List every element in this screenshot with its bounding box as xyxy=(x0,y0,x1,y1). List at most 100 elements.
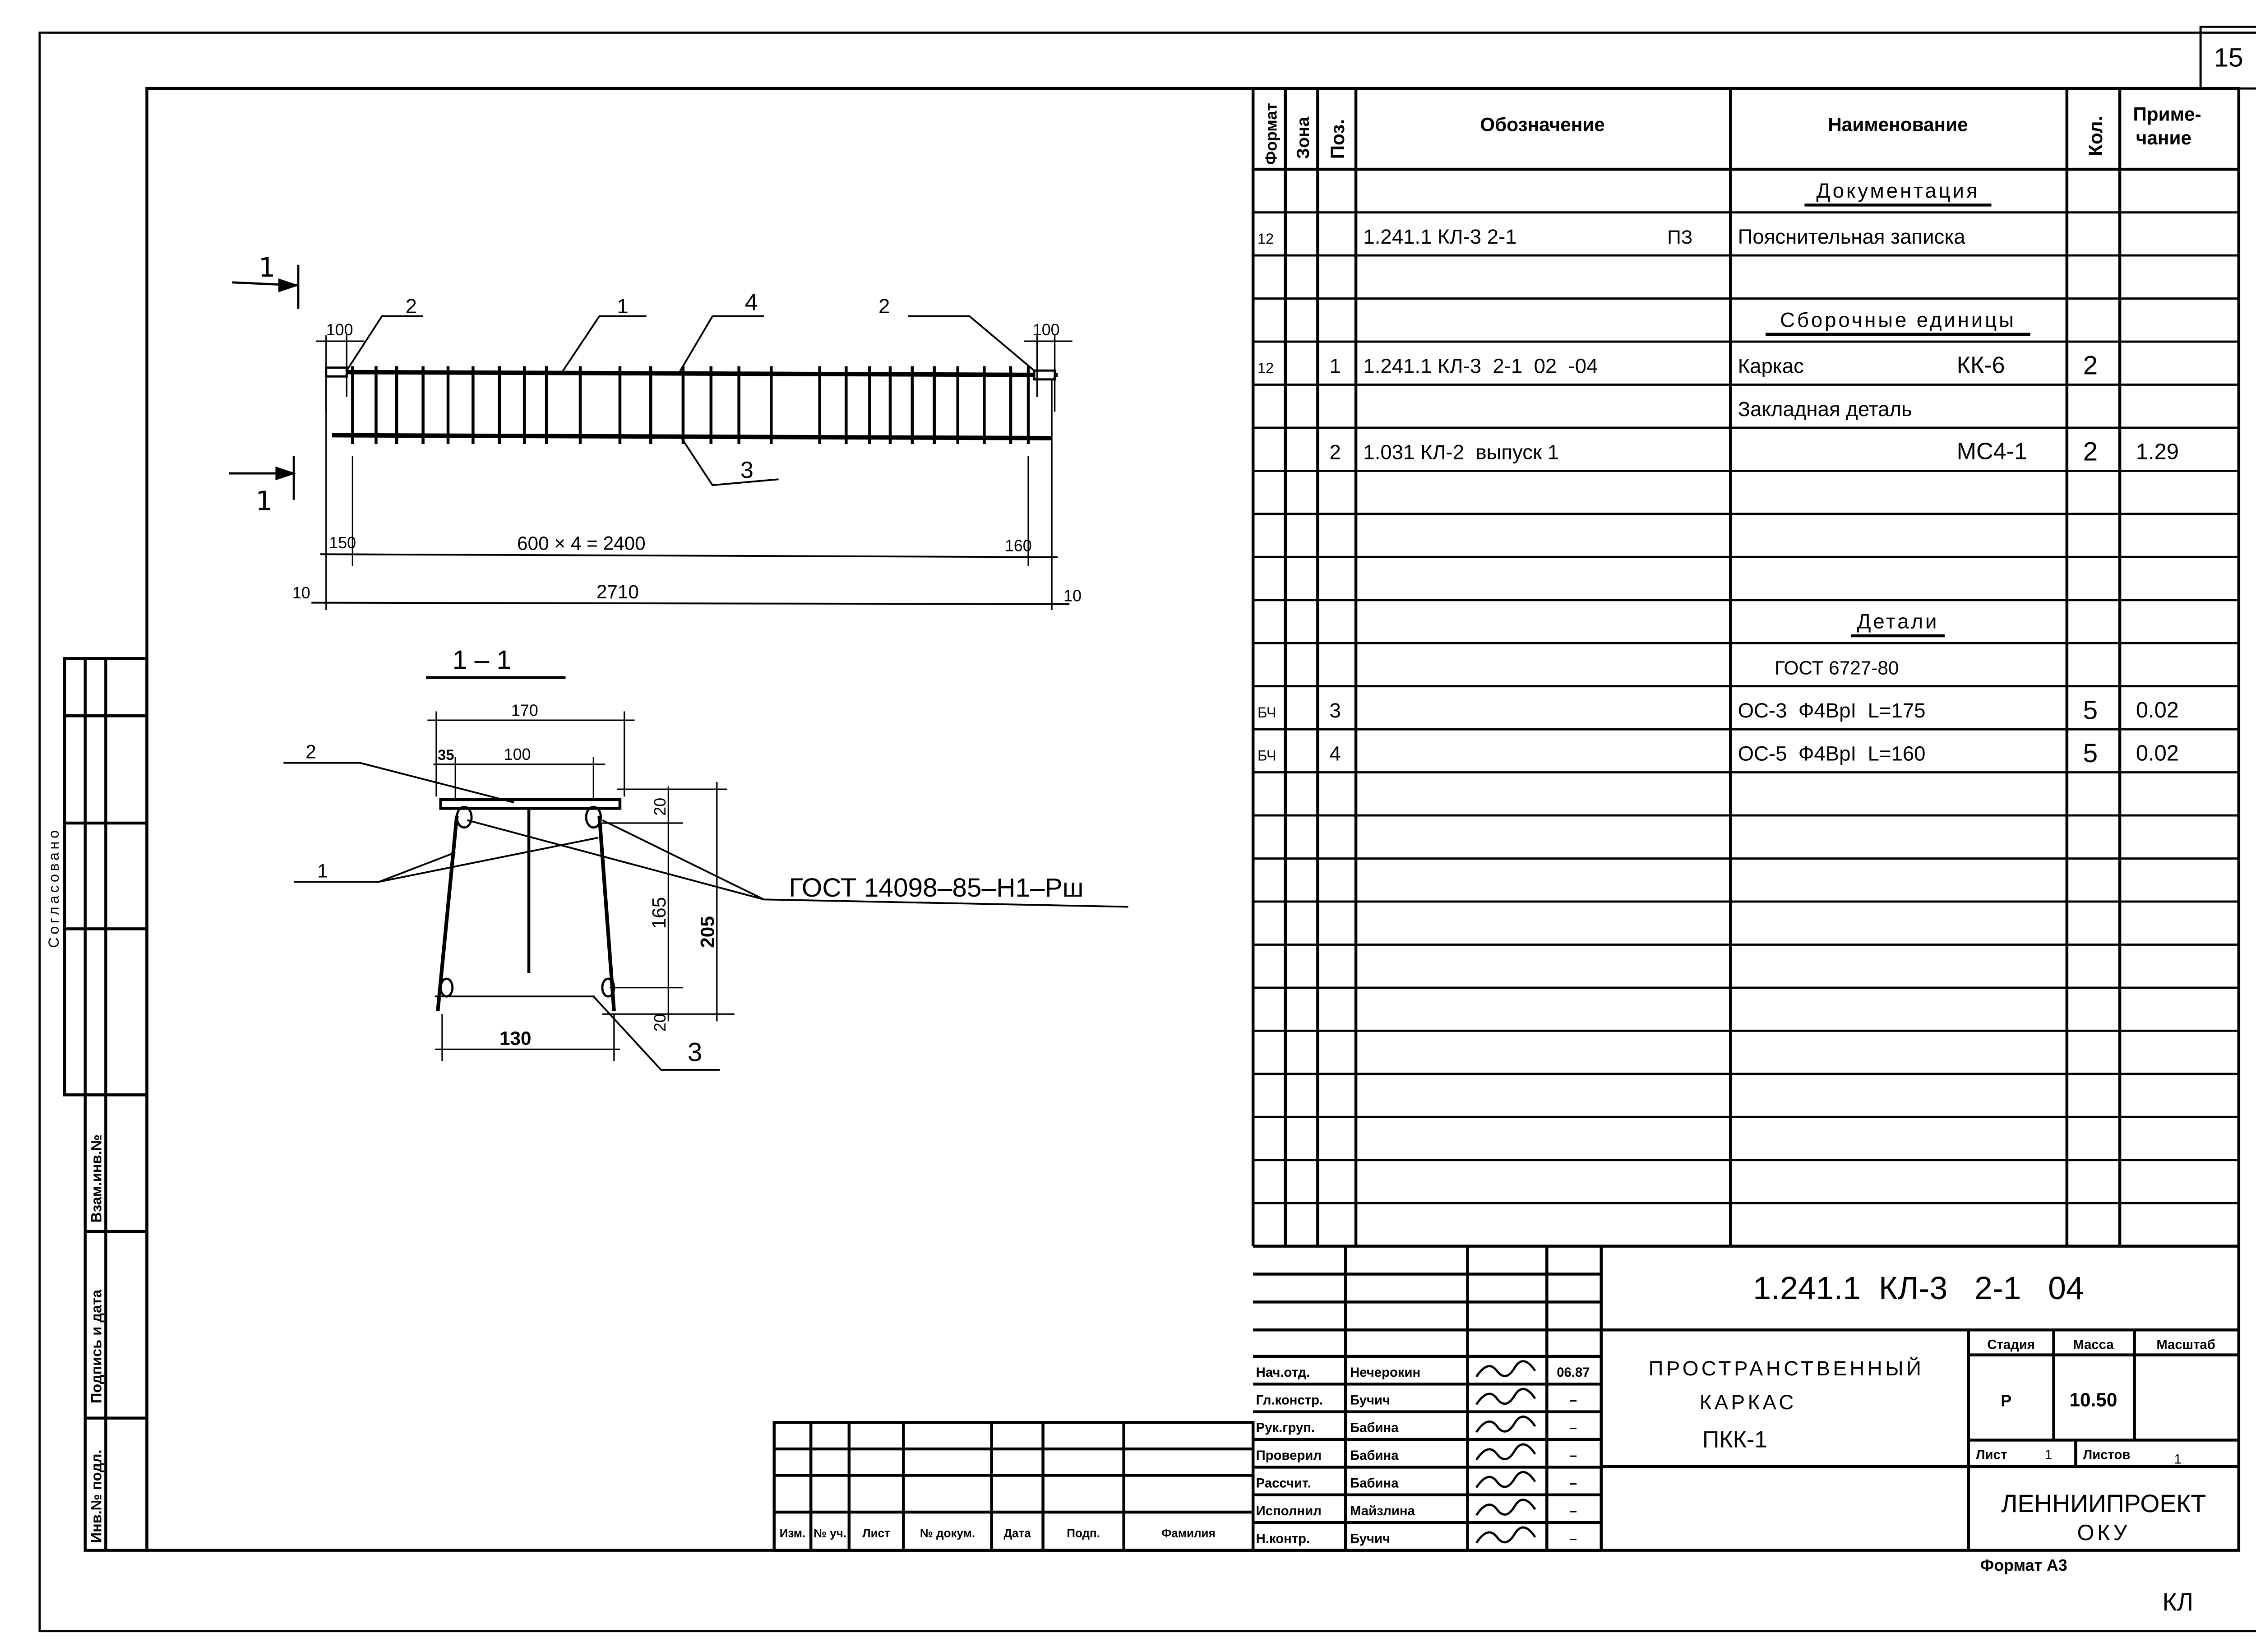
cell-note: 1.29 xyxy=(2136,440,2179,464)
stage-value: Р xyxy=(2001,1392,2011,1410)
revision-header: Фамилия xyxy=(1161,1526,1216,1540)
signature-scribble xyxy=(1475,1415,1536,1433)
cell-qty: 5 xyxy=(2083,695,2098,725)
cell-qty: 2 xyxy=(2083,351,2098,380)
position-label-2-right: 2 xyxy=(878,295,890,318)
corner-mark: КЛ xyxy=(2162,1588,2193,1616)
sheets-value: 1 xyxy=(2174,1452,2182,1467)
signature-scribble xyxy=(1475,1388,1536,1405)
signer-role: Н.контр. xyxy=(1256,1531,1310,1546)
signer-name: Нечерокин xyxy=(1350,1365,1420,1380)
header-name: Наименование xyxy=(1828,114,1968,135)
section-heading: Детали xyxy=(1857,610,1939,633)
table-row: Сборочные единицы xyxy=(1253,308,2239,343)
header-format: Формат xyxy=(1262,103,1280,165)
cell-name-suffix: МС4-1 xyxy=(1957,438,2027,464)
dim-bottom-width: 130 xyxy=(499,1028,532,1049)
original-inv-label: Инв.№ подл. xyxy=(88,1449,105,1543)
sheet-border xyxy=(38,25,2256,1633)
cell-name: Каркас xyxy=(1738,354,1804,377)
dim-total-height: 205 xyxy=(697,916,718,948)
revision-header: Дата xyxy=(1003,1526,1031,1540)
revision-header: Лист xyxy=(862,1526,890,1540)
cell-designation: 1.241.1 КЛ-3 2-1 xyxy=(1363,225,1516,248)
scale-label: Масштаб xyxy=(2156,1337,2215,1352)
signer-name: Майзлина xyxy=(1350,1504,1415,1518)
agreed-label: Согласовано xyxy=(46,827,62,948)
title-block xyxy=(1253,1245,2239,1552)
cell-pos: 3 xyxy=(1329,699,1341,722)
section-position-3: 3 xyxy=(688,1037,703,1067)
section-mark-bottom: 1 xyxy=(256,486,273,517)
sheet-label: Лист xyxy=(1976,1448,2007,1462)
signature-scribble xyxy=(1475,1360,1536,1378)
cell-format: БЧ xyxy=(1257,704,1276,721)
replaced-inv-label: Взам.инв.№ xyxy=(88,1134,105,1222)
position-label-1: 1 xyxy=(617,295,628,318)
signer-role: Гл.констр. xyxy=(1256,1393,1323,1407)
object-name-line-2: КАРКАС xyxy=(1700,1391,1797,1414)
sheets-label: Листов xyxy=(2083,1448,2131,1462)
dim-left-offset: 150 xyxy=(329,534,356,552)
section-position-2: 2 xyxy=(305,741,316,763)
signer-row: Рассчит.Бабина– xyxy=(1256,1471,1577,1491)
signature-scribble xyxy=(1475,1526,1536,1544)
cell-designation: 1.241.1 КЛ-3 2-1 02 -04 xyxy=(1363,354,1598,377)
signer-row: Гл.констр.Бучич– xyxy=(1256,1388,1577,1407)
cell-name: Закладная деталь xyxy=(1738,398,1912,421)
signer-role: Нач.отд. xyxy=(1256,1365,1310,1380)
position-label-3: 3 xyxy=(740,457,754,483)
section-mark-top: 1 xyxy=(259,252,275,283)
cell-designation: 1.031 КЛ-2 выпуск 1 xyxy=(1363,440,1559,463)
frame-elevation xyxy=(229,264,1073,610)
object-name-line-3: ПКК-1 xyxy=(1702,1427,1767,1453)
signer-date: – xyxy=(1570,1421,1577,1435)
mass-label: Масса xyxy=(2073,1337,2114,1352)
section-title: 1 – 1 xyxy=(453,645,511,675)
signer-name: Бучич xyxy=(1350,1531,1390,1546)
signer-role: Проверил xyxy=(1256,1448,1322,1463)
revision-header: Подп. xyxy=(1067,1526,1100,1540)
stage-label: Стадия xyxy=(1987,1337,2035,1352)
cell-name: ОС-3 Ф4ВрI L=175 xyxy=(1738,699,1926,722)
cell-name: ОС-5 Ф4ВрI L=160 xyxy=(1738,742,1926,765)
signer-name: Бабина xyxy=(1350,1476,1399,1491)
table-row: ГОСТ 6727-80 xyxy=(1253,657,2239,688)
cell-format: БЧ xyxy=(1257,748,1276,764)
signer-date: – xyxy=(1570,1476,1577,1491)
sheet-number: 15 xyxy=(2214,43,2243,72)
section-heading: Документация xyxy=(1817,179,1980,202)
header-qty: Кол. xyxy=(2085,116,2106,156)
cell-qty: 5 xyxy=(2083,739,2098,768)
signer-date: – xyxy=(1570,1504,1577,1518)
signer-name: Бабина xyxy=(1350,1421,1399,1435)
dim-right-end: 100 xyxy=(1033,321,1060,339)
section-position-1: 1 xyxy=(317,860,328,881)
revision-table xyxy=(772,1421,1255,1552)
cell-pos: 2 xyxy=(1329,440,1341,463)
section-heading: Сборочные единицы xyxy=(1780,308,2016,331)
object-name-line-1: ПРОСТРАНСТВЕННЫЙ xyxy=(1649,1356,1924,1380)
signer-role: Рук.груп. xyxy=(1256,1421,1315,1435)
dim-top-width: 170 xyxy=(511,701,538,719)
table-row: Закладная деталь xyxy=(1253,398,2239,429)
sheet-value: 1 xyxy=(2045,1448,2052,1462)
header-designation: Обозначение xyxy=(1480,114,1605,135)
cell-name: ГОСТ 6727-80 xyxy=(1775,657,1899,679)
dim-left-end: 100 xyxy=(326,321,353,339)
cell-name-suffix: КК-6 xyxy=(1957,352,2005,378)
dim-right-edge: 10 xyxy=(1063,587,1082,605)
revision-header: № докум. xyxy=(920,1526,975,1540)
signature-scribble xyxy=(1475,1443,1536,1461)
signature-scribble xyxy=(1475,1471,1536,1488)
signer-row: Н.контр.Бучич– xyxy=(1256,1526,1577,1546)
cell-format: 12 xyxy=(1257,360,1274,376)
table-row: Документация xyxy=(1253,179,2239,214)
